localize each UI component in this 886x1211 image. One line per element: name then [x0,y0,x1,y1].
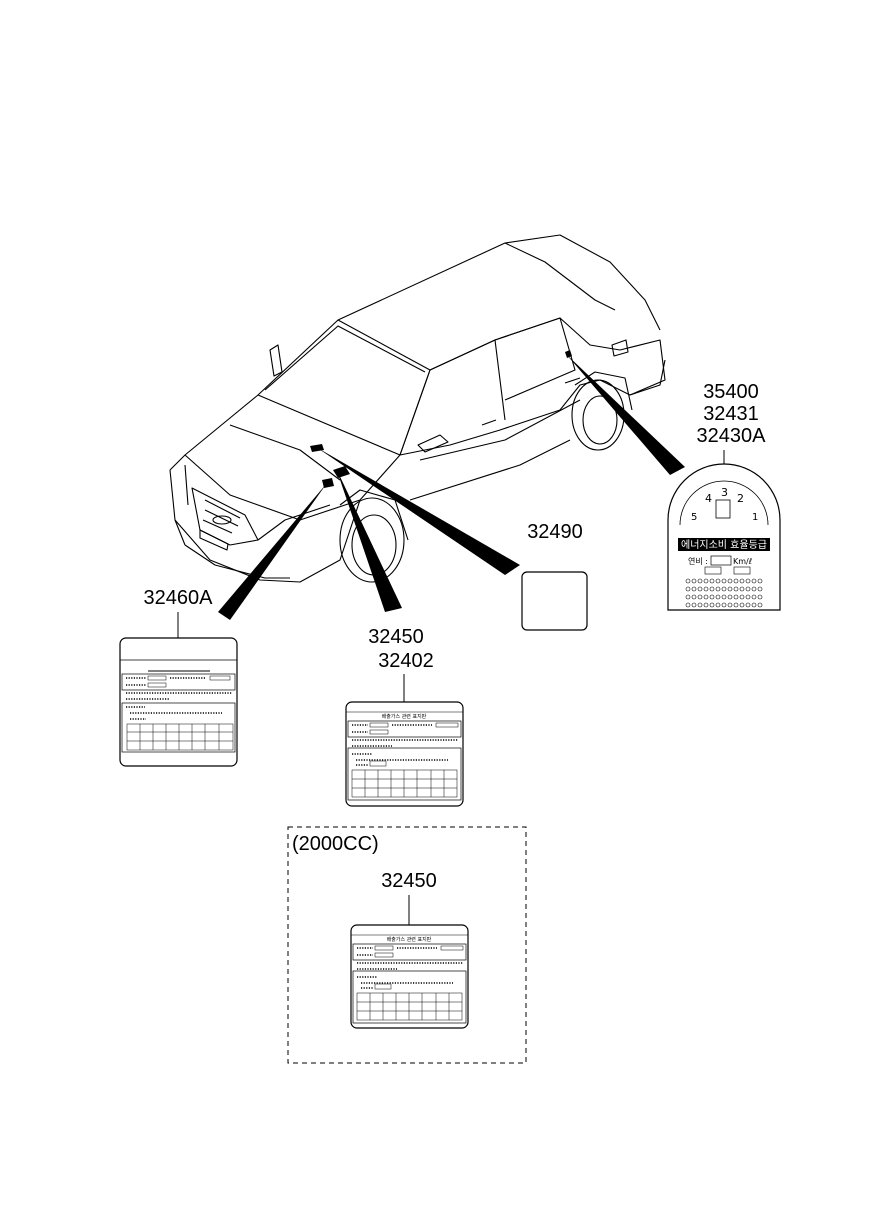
emission-label-title-2000cc: 배출가스 관련 표지판 [387,936,432,943]
emission-label-title: 배출가스 관련 표지판 [382,713,427,720]
blank-label [521,571,588,631]
variant-2000cc-box: (2000CC) 32450 배출가스 관련 표지판 [287,826,527,1064]
grade-title: 에너지소비 효율등급 [681,539,767,551]
part-number-32430a: 32430A [697,425,767,447]
dot-rows [685,578,763,608]
part-number-32490: 32490 [527,521,583,543]
svg-text:4: 4 [705,492,712,505]
fuel-economy-unit: Km/ℓ [733,557,752,566]
grade-scale: 5 4 3 2 1 [691,486,758,523]
energy-efficiency-label: 5 4 3 2 1 에너지소비 효율등급 연비 : Km/ℓ [667,450,781,611]
part-number-32431: 32431 [703,403,759,425]
part-number-32450-2000cc: 32450 [381,870,437,892]
vehicle-info-label-left [119,612,238,767]
svg-text:3: 3 [721,486,728,499]
variant-caption: (2000CC) [292,833,379,855]
fuel-economy-prefix: 연비 : [688,557,708,566]
emission-label-center: 배출가스 관련 표지판 [345,674,464,807]
part-number-32460a: 32460A [144,587,214,609]
svg-text:1: 1 [752,512,758,523]
svg-text:2: 2 [737,492,744,505]
part-number-35400: 35400 [703,381,759,403]
car-illustration [169,234,666,583]
part-number-32450: 32450 [368,626,424,648]
energy-label-numbers: 35400 32431 32430A [697,381,767,447]
svg-text:5: 5 [691,512,697,523]
leader-wedges [218,354,685,620]
part-number-32402: 32402 [378,650,434,672]
